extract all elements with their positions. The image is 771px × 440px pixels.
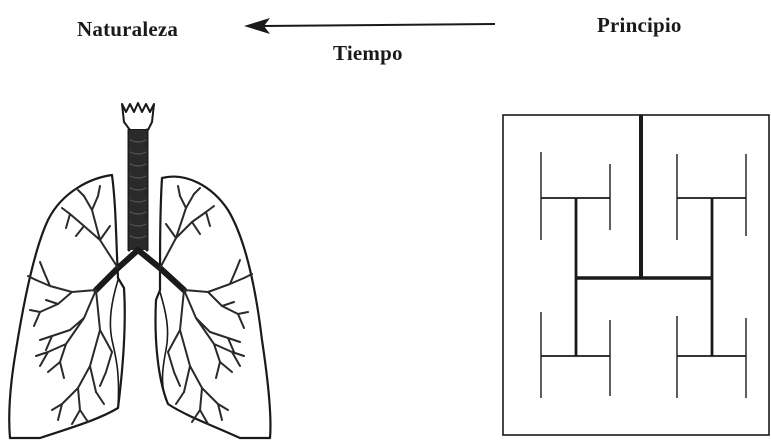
arrow-left-icon xyxy=(244,18,495,34)
lungs-icon xyxy=(9,103,270,438)
h-tree-fractal-icon xyxy=(503,115,769,435)
